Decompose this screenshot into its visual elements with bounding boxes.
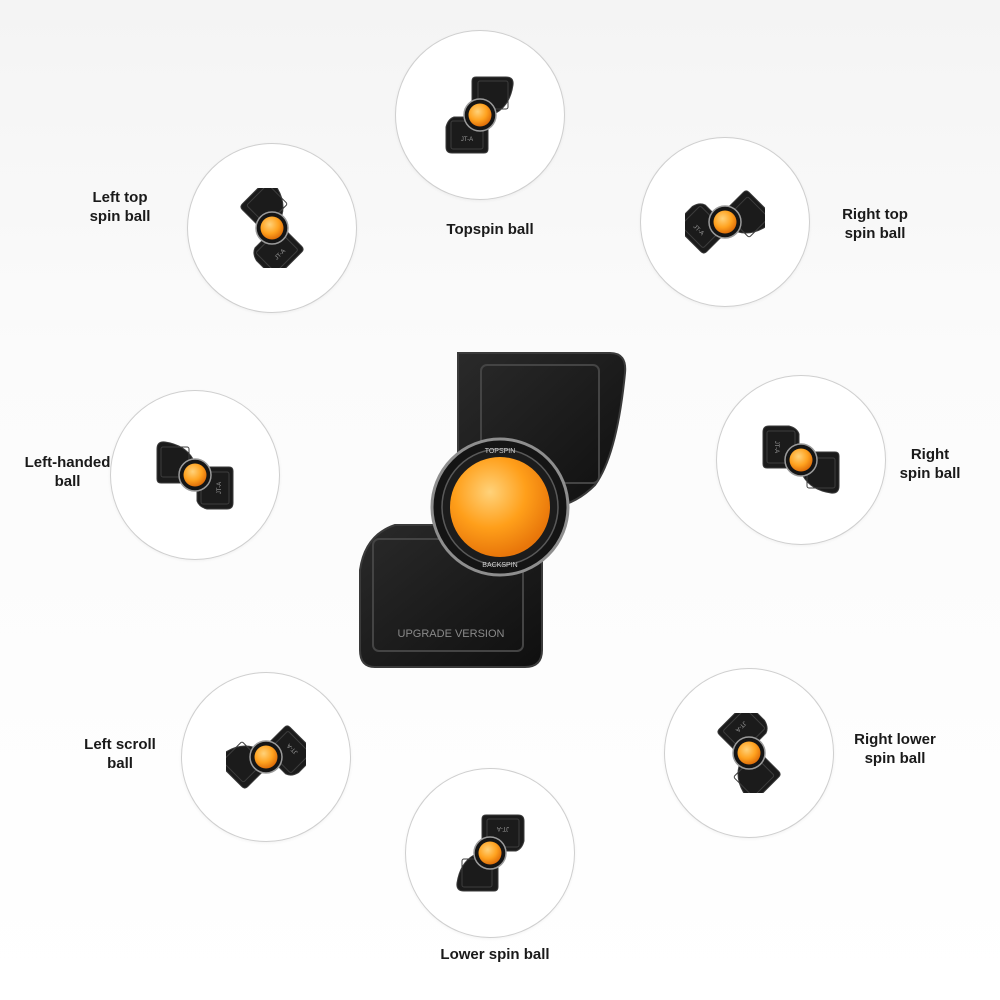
mode-device-right-top: JT-A — [685, 182, 765, 262]
svg-text:JT-A: JT-A — [217, 482, 223, 494]
main-device-illustration: TOPSPIN BACKSPIN UPGRADE VERSION — [359, 352, 627, 668]
mode-device-lower: JT-A — [450, 813, 530, 893]
mode-label-line: spin ball — [864, 750, 926, 767]
mode-label-topspin: Topspin ball — [420, 220, 560, 239]
mode-circle-left-handed: JT-A — [110, 390, 280, 560]
mode-circle-right: JT-A — [716, 375, 886, 545]
mode-device-topspin: JT-A — [440, 75, 520, 155]
mode-label-line: ball — [54, 473, 81, 490]
mode-device-right-lower: JT-A — [709, 713, 789, 793]
mode-label-line: Right — [910, 446, 950, 463]
mode-label-line: spin ball — [899, 465, 961, 482]
svg-text:JT-A: JT-A — [773, 441, 779, 453]
mode-circle-left-top: JT-A — [187, 143, 357, 313]
mode-circle-right-top: JT-A — [640, 137, 810, 307]
mode-label-line: Lower spin ball — [440, 946, 550, 963]
mode-device-left-top: JT-A — [232, 188, 312, 268]
mode-device-left-handed: JT-A — [155, 435, 235, 515]
mode-label-line: Left scroll — [84, 736, 156, 753]
mode-circle-topspin: JT-A — [395, 30, 565, 200]
mode-label-right-top: Right top spin ball — [820, 205, 930, 243]
product-version-text: UPGRADE VERSION — [398, 628, 505, 640]
mode-label-line: ball — [107, 755, 133, 772]
ring-bottom-text: BACKSPIN — [482, 562, 517, 569]
mode-label-right: Right spin ball — [870, 445, 990, 483]
mode-label-left-scroll: Left scroll ball — [60, 735, 180, 773]
mode-label-line: Left-handed — [24, 454, 111, 471]
mode-circle-left-scroll: JT-A — [181, 672, 351, 842]
mode-label-left-handed: Left-handed ball — [0, 453, 135, 491]
main-device: TOPSPIN BACKSPIN UPGRADE VERSION — [355, 345, 645, 675]
mode-label-line: Right top — [842, 206, 908, 223]
mode-label-line: Left top — [92, 189, 148, 206]
svg-text:JT-A: JT-A — [461, 137, 473, 143]
mode-circle-right-lower: JT-A — [664, 668, 834, 838]
mode-label-right-lower: Right lower spin ball — [830, 730, 960, 768]
mode-label-line: spin ball — [844, 225, 906, 242]
svg-text:JT-A: JT-A — [497, 825, 509, 831]
mode-device-left-scroll: JT-A — [226, 717, 306, 797]
mode-label-line: Right lower — [854, 731, 936, 748]
ring-top-text: TOPSPIN — [485, 448, 516, 455]
mode-label-left-top: Left top spin ball — [70, 188, 170, 226]
mode-label-lower: Lower spin ball — [420, 945, 570, 964]
mode-label-line: spin ball — [89, 208, 151, 225]
mode-label-line: Topspin ball — [446, 221, 534, 238]
mode-device-right: JT-A — [761, 420, 841, 500]
mode-circle-lower: JT-A — [405, 768, 575, 938]
